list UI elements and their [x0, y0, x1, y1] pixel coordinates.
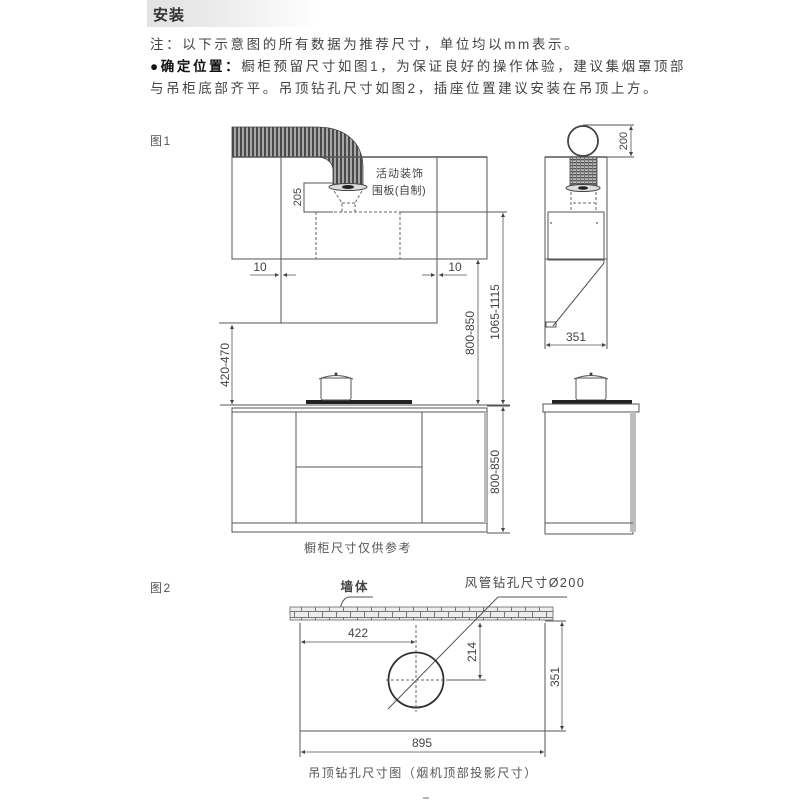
- duct-hole-circle: [387, 651, 445, 709]
- duct-adapter-dashed: [333, 190, 363, 212]
- wall-brick-band: [289, 606, 554, 621]
- side-hood-diagonal: [552, 262, 605, 327]
- section-header-band: [147, 0, 317, 27]
- dim-hood-depth: 351: [566, 330, 586, 344]
- dim-cabinet-to-counter: 800-850: [463, 311, 477, 355]
- side-duct-hose: [569, 156, 598, 186]
- dim-gap-left: 10: [253, 260, 267, 274]
- note-bullet-label: ●确定位置：: [150, 59, 242, 74]
- side-pot-knob: [589, 372, 593, 376]
- figure1-front-view: 205 活动装饰 围板(自制) 10 10 420-470 800-850 10…: [218, 126, 510, 555]
- figure1-label: 图1: [150, 134, 172, 148]
- panel-label-line2: 围板(自制): [372, 183, 426, 197]
- note-position-text: 橱柜预留尺寸如图1，为保证良好的操作体验，建议集烟罩顶部: [241, 59, 687, 74]
- figure1-side-view: 200 351: [542, 124, 640, 535]
- wall-label: 墙体: [340, 579, 369, 594]
- pot-body: [320, 377, 352, 401]
- note-position-line1: ●确定位置：橱柜预留尺寸如图1，为保证良好的操作体验，建议集烟罩顶部: [150, 58, 686, 76]
- duct-hose: [231, 126, 364, 185]
- side-cabinet-shade: [630, 412, 636, 532]
- lower-cabinet-side-shade: [484, 412, 487, 523]
- hole-leader-diagonal: [387, 596, 499, 710]
- dim-hole-from-wall: 214: [465, 642, 479, 662]
- lower-cabinet: [231, 407, 488, 533]
- figure2-caption: 吊顶钻孔尺寸图（烟机顶部投影尺寸）: [308, 765, 538, 780]
- section-title: 安装: [153, 7, 186, 24]
- note-position-line2: 与吊柜底部齐平。吊顶钻孔尺寸如图2，插座位置建议安装在吊顶上方。: [150, 81, 660, 96]
- side-adapter-dashed: [570, 192, 597, 212]
- side-hood-visor: [545, 321, 557, 328]
- figure1-caption: 橱柜尺寸仅供参考: [304, 540, 412, 555]
- dim-hood-top-to-counter: 1065-1115: [488, 284, 502, 340]
- side-lower-cabinet: [544, 411, 634, 535]
- side-hood-screw-left: [550, 222, 552, 224]
- panel-label-line1: 活动装饰: [376, 166, 424, 180]
- duct-collar-center: [342, 185, 354, 189]
- dim-panel-height: 205: [292, 188, 304, 206]
- dim-depth: 351: [548, 667, 562, 687]
- dim-width: 895: [412, 736, 432, 750]
- note-units: 注：以下示意图的所有数据为推荐尺寸，单位均以mm表示。: [150, 37, 581, 52]
- dim-gap-right: 10: [448, 260, 462, 274]
- duct-section-circle: [567, 125, 599, 157]
- side-hood-upper: [547, 211, 605, 261]
- dim-hood-to-counter: 420-470: [218, 343, 232, 387]
- side-countertop: [542, 403, 640, 413]
- cooktop: [306, 400, 412, 404]
- side-hood-screw-right: [596, 222, 598, 224]
- range-hood-body: [280, 258, 438, 324]
- side-duct-collar-center: [578, 186, 588, 190]
- dim-duct-diameter: 200: [618, 132, 630, 150]
- pot-knob: [334, 372, 338, 376]
- hole-label: 风管钻孔尺寸Ø200: [465, 575, 586, 590]
- dim-counter-height: 800-850: [488, 450, 502, 494]
- panel-height-bracket: [303, 182, 333, 213]
- figure2-label: 图2: [150, 581, 172, 595]
- dim-hole-from-left: 422: [348, 626, 368, 640]
- figure2-ceiling-drill-plan: 墙体 风管钻孔尺寸Ø200 422 214 351 895 吊顶钻孔尺寸图（烟机…: [289, 575, 586, 780]
- side-pot-body: [575, 377, 607, 401]
- side-cooktop: [552, 400, 632, 404]
